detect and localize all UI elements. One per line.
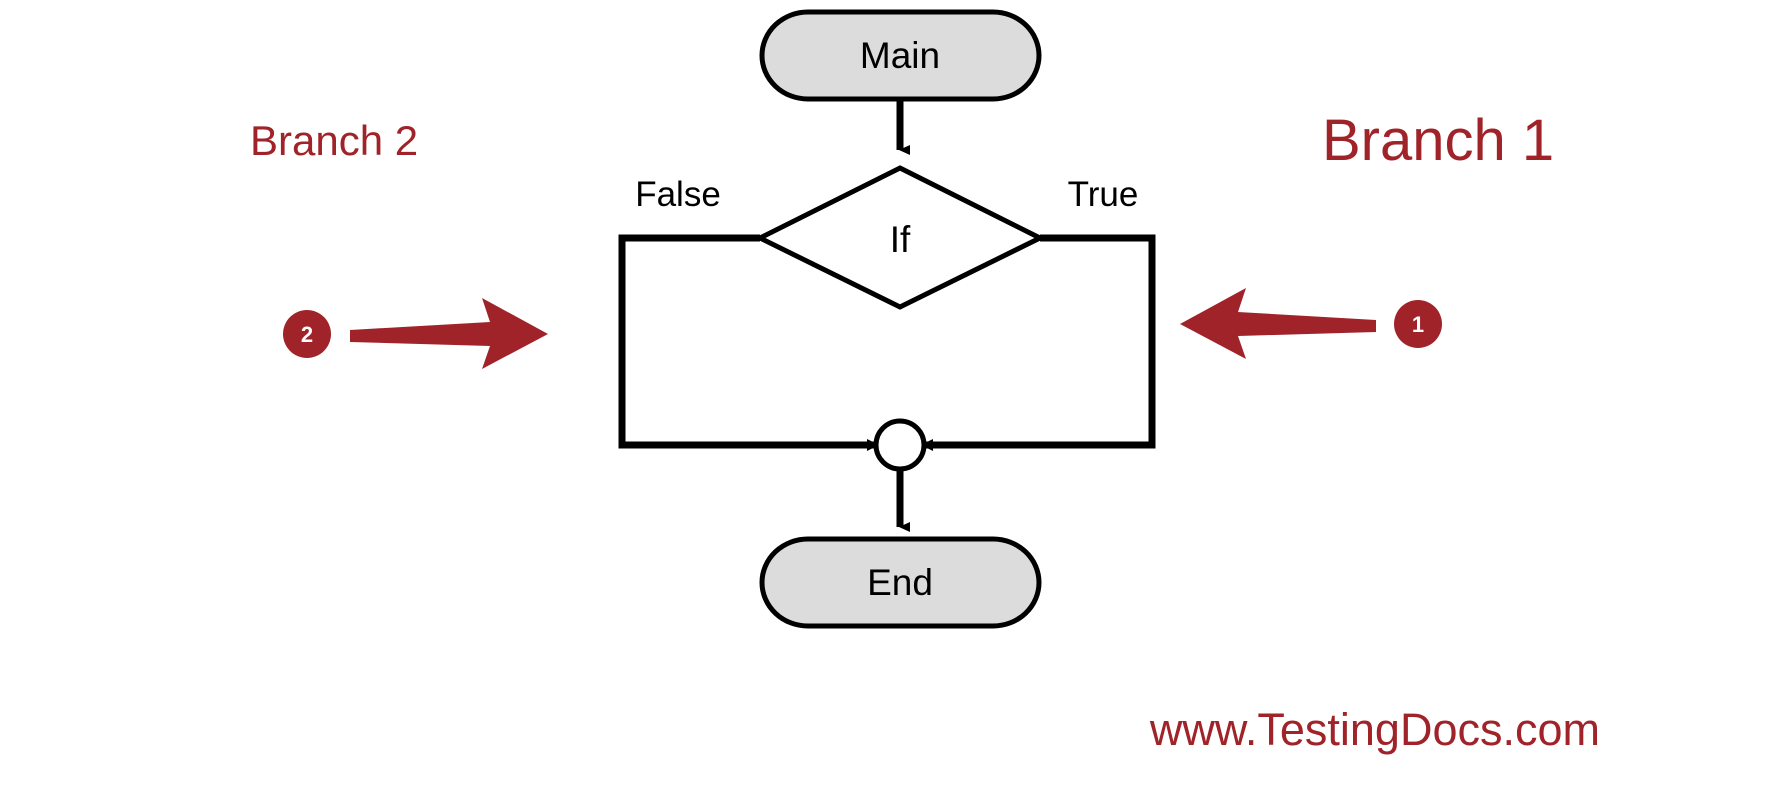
edge-label-true: True [1068, 175, 1139, 214]
node-merge[interactable] [873, 418, 927, 472]
annotation-arrow-right [350, 298, 548, 369]
node-end-shape [759, 536, 1042, 629]
badge-1-number: 1 [1412, 312, 1424, 337]
annotation-badge-1[interactable]: 1 [1394, 300, 1442, 348]
edge-if-true [921, 234, 1156, 451]
node-end[interactable]: End [759, 536, 1042, 629]
annotation-arrow-left-shape [1180, 288, 1376, 359]
badge-2-circle [283, 310, 331, 358]
node-end-label: End [867, 562, 933, 603]
node-merge-shape [873, 418, 927, 472]
node-if-label: If [890, 219, 911, 260]
edge-if-false-path [618, 234, 879, 451]
annotation-branch-1-label: Branch 1 [1322, 108, 1554, 173]
edge-if-true-path [921, 234, 1156, 451]
node-main-label: Main [860, 35, 940, 76]
annotation-arrow-right-shape [350, 298, 548, 369]
annotation-branch-2-label: Branch 2 [250, 117, 418, 164]
node-if[interactable]: If [754, 165, 1046, 310]
badge-1-circle [1394, 300, 1442, 348]
node-main[interactable]: Main [759, 9, 1042, 102]
annotation-badge-2[interactable]: 2 [283, 310, 331, 358]
badge-2-number: 2 [301, 322, 313, 347]
annotation-arrow-left [1180, 288, 1376, 359]
node-if-shape [754, 165, 1046, 310]
edge-label-false: False [635, 175, 721, 214]
edge-if-false [618, 234, 879, 451]
watermark-text: www.TestingDocs.com [1149, 704, 1600, 755]
